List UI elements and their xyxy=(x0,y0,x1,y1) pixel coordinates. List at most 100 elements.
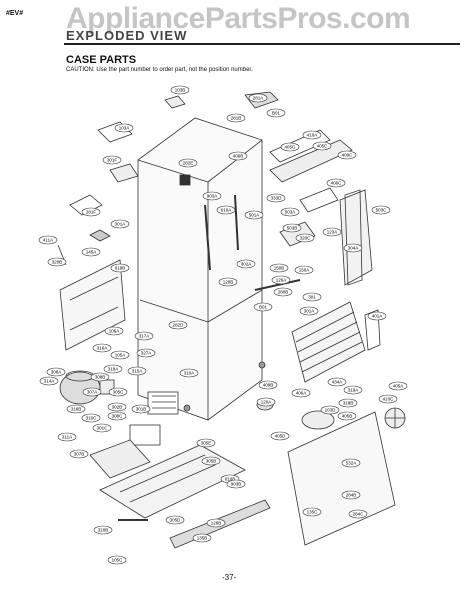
callout-302b: 302B xyxy=(107,402,127,412)
callout-406c: 406C xyxy=(326,178,346,188)
callout-label: 405B xyxy=(342,414,353,419)
callout-label: 308B xyxy=(95,375,106,380)
callout-503a: 503A xyxy=(280,207,300,217)
condenser xyxy=(291,301,366,383)
callout-b01: B01 xyxy=(266,108,286,118)
callout-903b: 903B xyxy=(226,479,246,489)
callout-318a: 318A xyxy=(103,364,123,374)
callout-label: 405C xyxy=(317,144,329,149)
callout-label: 282D xyxy=(173,323,185,328)
callout-label: 316B xyxy=(71,407,82,412)
callout-label: 145A xyxy=(86,250,97,255)
callout-405c: 405C xyxy=(312,141,332,151)
callout-label: 301A xyxy=(115,222,126,227)
callout-label: 316A xyxy=(97,346,108,351)
callout-434a: 434A xyxy=(327,377,347,387)
callout-304a: 304A xyxy=(343,243,363,253)
callout-405g: 405G xyxy=(280,142,300,152)
callout-307b: 307B xyxy=(69,449,89,459)
callout-label: 150A xyxy=(299,268,310,273)
callout-316b: 316B xyxy=(66,404,86,414)
callout-label: 103B xyxy=(175,88,186,93)
callout-610a: 610A xyxy=(216,205,236,215)
callout-label: 307B xyxy=(74,452,85,457)
callout-284c: 284C xyxy=(348,509,368,519)
callout-label: 126A xyxy=(276,278,287,283)
callout-label: 284C xyxy=(353,512,365,517)
callout-label: 302B xyxy=(112,405,123,410)
callout-410c: 410C xyxy=(378,394,398,404)
callout-label: 280B xyxy=(278,290,289,295)
fan-assembly xyxy=(301,407,406,430)
rear-panel xyxy=(59,259,126,351)
callout-label: 310A xyxy=(184,371,195,376)
callout-282e: 282E xyxy=(178,158,198,168)
callout-label: 305B xyxy=(206,459,217,464)
callout-409c: 409C xyxy=(337,150,357,160)
coil xyxy=(129,391,179,446)
callout-281a: 281A xyxy=(248,93,268,103)
callout-label: 314A xyxy=(44,379,55,384)
callout-label: 301B xyxy=(136,407,147,412)
callout-308c: 308C xyxy=(107,411,127,421)
callout-label: 135B xyxy=(197,536,208,541)
callout-label: 305E xyxy=(201,441,212,446)
callout-120b: 120B xyxy=(218,277,238,287)
callout-label: 409C xyxy=(342,153,354,158)
cabinet-body xyxy=(137,117,263,421)
callout-label: 903A xyxy=(207,194,218,199)
callout-label: 327A xyxy=(141,351,152,356)
callout-405b: 405B xyxy=(337,411,357,421)
callout-126a: 126A xyxy=(271,275,291,285)
callout-103d: 103D xyxy=(320,405,340,415)
callout-label: 315A xyxy=(132,369,143,374)
callout-310a: 310A xyxy=(179,368,199,378)
callout-label: 308C xyxy=(112,414,124,419)
heading-rule xyxy=(64,43,460,45)
callout-409b: 409B xyxy=(258,380,278,390)
callout-label: 320C xyxy=(300,236,312,241)
right-duct xyxy=(339,189,373,286)
callout-label: 406C xyxy=(331,181,343,186)
callout-316c: 316C xyxy=(81,413,101,423)
callout-label: 301 xyxy=(308,295,316,300)
callout-106a: 106A xyxy=(104,326,124,336)
callout-label: 410C xyxy=(383,397,395,402)
callout-333d: 333D xyxy=(266,193,286,203)
callout-308a: 308A xyxy=(46,367,66,377)
callout-label: 501A xyxy=(249,213,260,218)
callout-label: 503B xyxy=(287,226,298,231)
caution-note: CAUTION: Use the part number to order pa… xyxy=(66,67,253,73)
callout-label: 105C xyxy=(112,558,124,563)
callout-503c: 503C xyxy=(371,205,391,215)
drain-pan xyxy=(89,439,151,479)
callout-label: 120B xyxy=(223,280,234,285)
callout-150b: 150B xyxy=(269,263,289,273)
callout-label: 406A xyxy=(296,391,307,396)
callout-b01: B01 xyxy=(253,302,273,312)
callout-label: 311A xyxy=(62,435,72,440)
callout-123a: 123A xyxy=(322,227,342,237)
callout-label: 281A xyxy=(253,96,264,101)
callout-label: 405D xyxy=(275,434,287,439)
callout-316a: 316A xyxy=(92,343,112,353)
callout-label: 333D xyxy=(271,196,283,201)
callout-327a: 327A xyxy=(136,348,156,358)
callout-label: 301A xyxy=(304,309,315,314)
callout-532a: 532A xyxy=(341,458,361,468)
callout-label: 305D xyxy=(170,518,182,523)
callout-label: 308A xyxy=(51,370,62,375)
callout-label: 302A xyxy=(241,262,252,267)
callout-label: 301F xyxy=(107,158,118,163)
callout-320c: 320C xyxy=(295,233,315,243)
callout-301b: 301B xyxy=(131,404,151,414)
callout-120a: 120A xyxy=(256,397,276,407)
callout-282d: 282D xyxy=(168,320,188,330)
callout-284b: 284B xyxy=(341,490,361,500)
callout-label: 103D xyxy=(325,408,337,413)
callout-305d: 305D xyxy=(165,515,185,525)
crossbar xyxy=(254,279,301,291)
callout-281b: 281B xyxy=(226,113,246,123)
callout-label: 123A xyxy=(327,230,338,235)
callout-150a: 150A xyxy=(294,265,314,275)
